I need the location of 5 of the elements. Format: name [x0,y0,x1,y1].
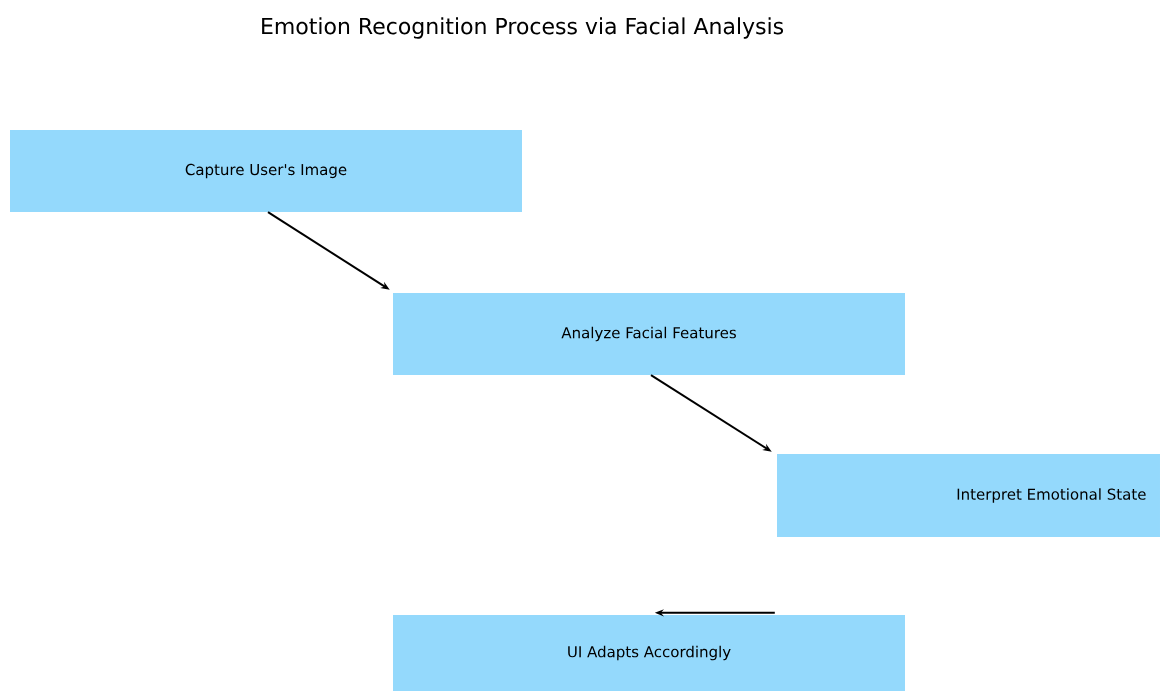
process-box: Interpret Emotional State [777,454,1160,537]
process-box: Capture User's Image [10,130,522,212]
process-box: UI Adapts Accordingly [393,615,905,691]
title: Emotion Recognition Process via Facial Analysis [262,17,784,39]
process-box: Analyze Facial Features [393,293,905,375]
